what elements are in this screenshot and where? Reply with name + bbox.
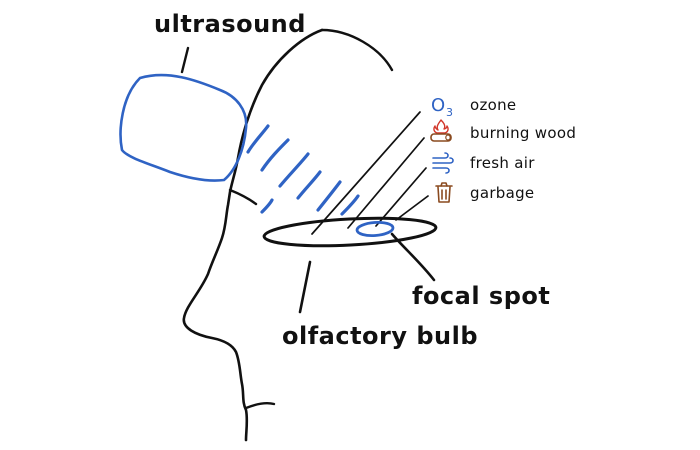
ultrasound-pointer-line [180, 46, 190, 74]
wave-6 [340, 194, 360, 216]
olfactory-bulb-shape [262, 216, 438, 248]
olfactory-bulb-pointer-line [298, 260, 312, 314]
wind-line-1 [432, 152, 449, 159]
wind-line-2 [432, 157, 454, 164]
wave-3 [278, 152, 310, 188]
chin-line [244, 402, 276, 410]
odor-pathway-lines [311, 111, 429, 235]
bin-handle [440, 182, 448, 187]
wave-1 [246, 124, 270, 154]
head-profile-outline [182, 28, 324, 442]
odor-line-ozone [311, 111, 421, 235]
flame-shape [433, 119, 449, 134]
focal-spot-shape [355, 220, 395, 238]
odor-label-ozone: ozone [470, 96, 517, 114]
ultrasound-transducer [119, 73, 248, 182]
garbage-icon [432, 180, 458, 206]
ozone-icon: O 3 [430, 92, 460, 119]
odor-line-garbage [395, 195, 429, 221]
bin-body [437, 186, 451, 203]
olfactory-bulb-label: olfactory bulb [282, 322, 479, 350]
odor-label-garbage: garbage [470, 184, 535, 202]
wave-2 [260, 138, 290, 172]
wave-4 [296, 170, 322, 200]
wave-5 [316, 180, 342, 212]
wave-7 [260, 198, 274, 214]
odor-line-fresh-air [375, 167, 427, 227]
skull-back-line [320, 28, 394, 72]
focal-spot-label: focal spot [412, 282, 551, 310]
burning-wood-icon [428, 118, 454, 144]
ozone-icon-sub: 3 [446, 106, 453, 118]
log-shape [430, 133, 452, 142]
odor-label-burning-wood: burning wood [470, 124, 577, 142]
odor-line-burning-wood [347, 137, 425, 229]
ozone-icon-o: O [431, 95, 445, 116]
log-end [445, 134, 451, 141]
focal-spot-pointer-line [390, 232, 436, 282]
odor-label-fresh-air: fresh air [470, 154, 535, 172]
wind-line-3 [432, 167, 450, 174]
fresh-air-icon [430, 150, 456, 176]
ultrasound-waves [246, 124, 360, 216]
ultrasound-label: ultrasound [154, 10, 306, 38]
brow-line [228, 188, 258, 206]
